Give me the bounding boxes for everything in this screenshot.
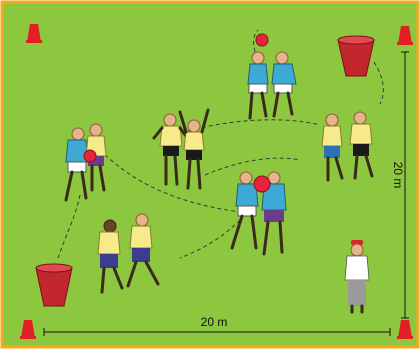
ball-icon <box>254 176 270 192</box>
width-dimension-label: 20 m <box>201 315 228 329</box>
ball-icon <box>256 34 268 46</box>
ball-icon <box>84 150 96 162</box>
height-dimension-label: 20 m <box>391 162 405 189</box>
